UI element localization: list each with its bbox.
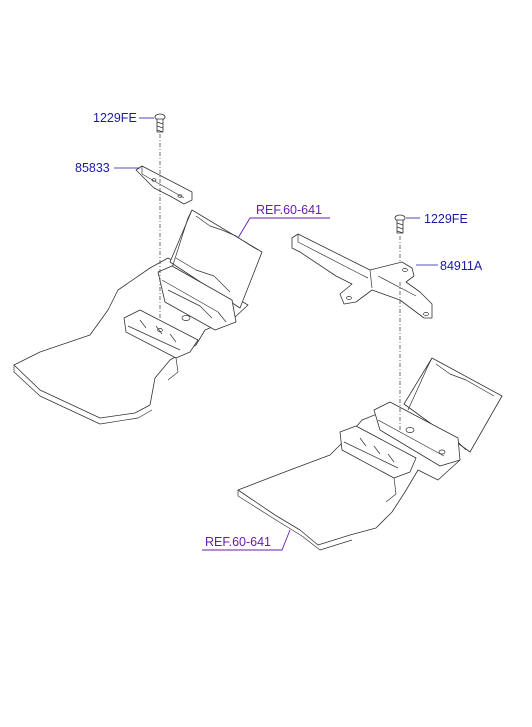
callout-ref-bottom: REF.60-641 [205, 535, 271, 549]
bolt-1229fe-right [394, 214, 406, 234]
bracket-85833 [135, 165, 193, 205]
leader-ref-bottom [202, 529, 291, 551]
right-floor-panel [237, 357, 503, 551]
callout-bracket-right: 84911A [440, 259, 483, 273]
left-floor-panel [13, 209, 263, 425]
callout-bracket-left: 85833 [75, 161, 110, 175]
bracket-84911a [291, 233, 433, 319]
callout-bolt-right: 1229FE [424, 212, 468, 226]
callout-ref-top: REF.60-641 [256, 203, 322, 217]
bolt-1229fe-left [154, 113, 166, 133]
callout-bolt-left: 1229FE [93, 111, 137, 125]
leader-ref-top [237, 217, 330, 239]
